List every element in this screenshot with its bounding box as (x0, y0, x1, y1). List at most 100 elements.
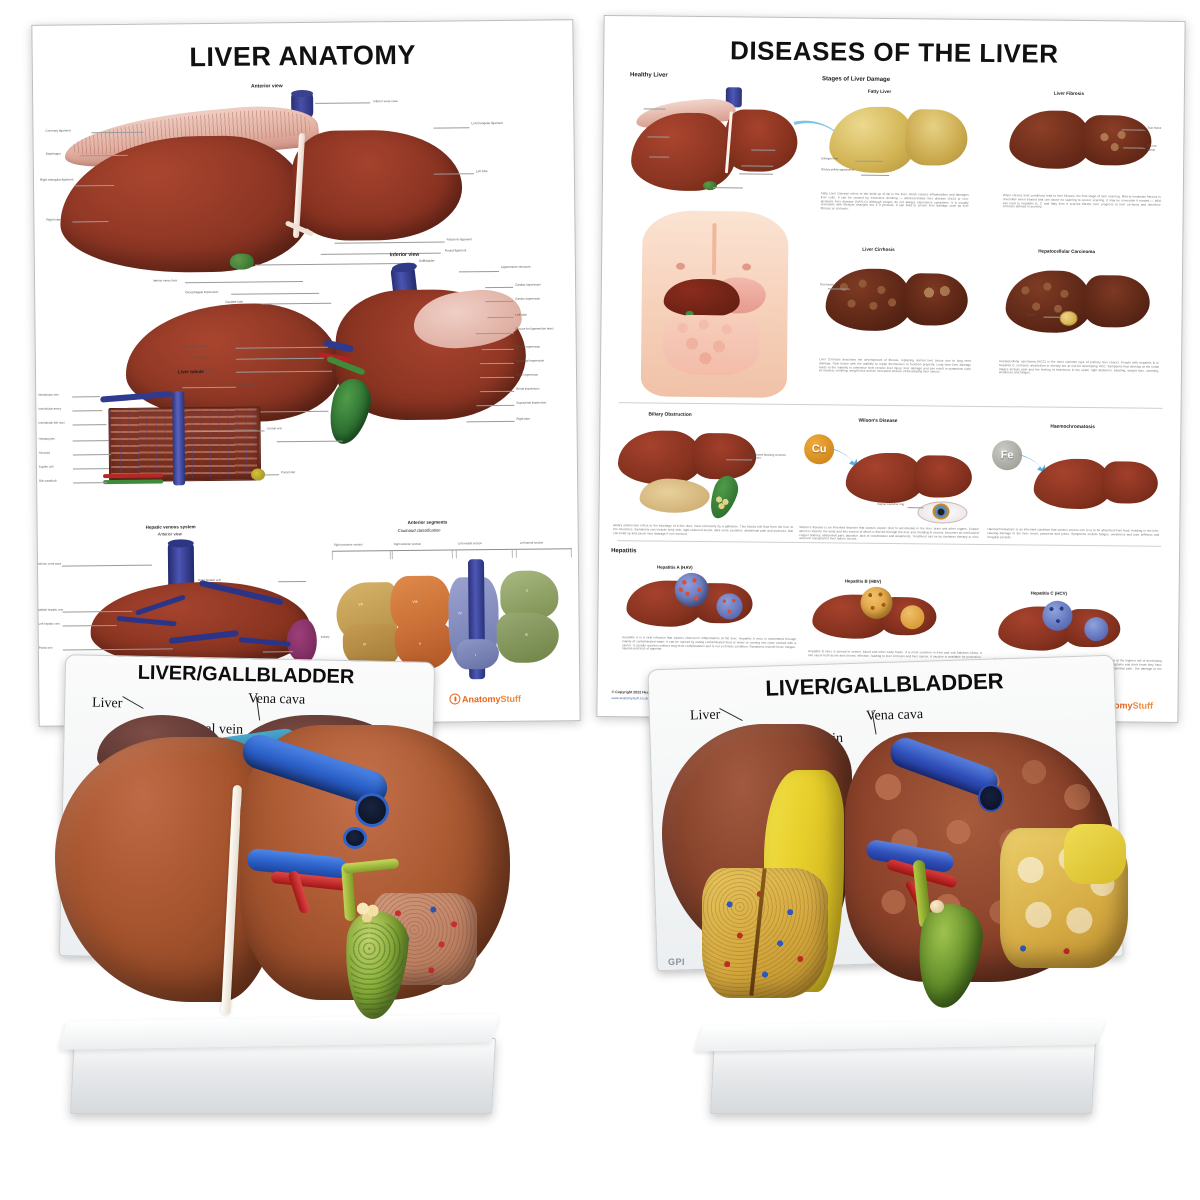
hcc-label-tumour: Tumour (1025, 312, 1036, 317)
biliary-left-lobe (691, 432, 757, 480)
pathology-fatty-cut-surface (702, 868, 828, 998)
brand-name-stuff: Stuff (500, 693, 521, 704)
anterior-segments-label: Anterior segments (407, 519, 448, 525)
segment-number-V: V (418, 641, 422, 646)
section-anterior-view: Anterior view Coronary ligament Diaphrag… (33, 80, 575, 276)
brand-name-stuff-2: Stuff (1132, 700, 1154, 711)
inferior-view-label: Inferior view (389, 251, 420, 259)
fatty-liver-left-lobe (905, 109, 968, 166)
hav-virion-large-spikes (674, 572, 709, 608)
lobule-label-hepatocytes: Hepatocytes (38, 436, 55, 441)
anterior-label-falciform-ligament: Falciform ligament (446, 237, 472, 242)
torso-liver (663, 278, 740, 318)
fatty-liver-label-enlarged-liver: Enlarged liver (821, 156, 839, 161)
hcv-virion-small (1084, 617, 1109, 642)
hepatic-venous-system-sublabel: Anterior view (157, 531, 182, 537)
lobule-label-portal-triad: Portal triad (281, 470, 296, 475)
model-front-label-liver: Liver (91, 695, 123, 712)
panel-liver-fibrosis: Liver Fibrosis Scar tissue Fibrous bands… (1003, 90, 1164, 222)
heading-stages-of-liver-damage: Stages of Liver Damage (821, 76, 891, 83)
central-vein (172, 391, 186, 486)
anterior-label-right-triangular-ligament: Right triangular ligament (39, 177, 74, 182)
hav-virion-small-spikes (716, 593, 743, 620)
segment-number-VII: VII (358, 602, 363, 607)
panel-fatty-liver: Fatty Liver Enlarged liver Greasy yellow… (821, 88, 972, 220)
hepatic-venous-system-label: Hepatic venous system (145, 524, 196, 530)
iron-badge-label: Fe (1000, 449, 1014, 462)
inferior-label-cardiac-impression: Cardiac impression (515, 282, 541, 287)
anterior-view-label: Anterior view (250, 83, 283, 90)
anatomystuff-mark-icon (449, 693, 461, 705)
segment-number-VI: VI (362, 642, 367, 647)
segment-number-IV: IV (458, 611, 462, 616)
panel-title-hepatitis-a: Hepatitis A (HAV) (656, 564, 693, 570)
inferior-label-left-lobe: Left lobe (515, 312, 527, 317)
haemochromatosis-left-lobe (1101, 461, 1159, 504)
torso-nipple-right (742, 263, 752, 271)
panel-hepatocellular-carcinoma: Hepatocellular Carcinoma Tumour Hepatoce… (999, 248, 1162, 390)
segment-brackets (331, 548, 572, 560)
inferior-label-renal-impression: Renal impression (516, 386, 540, 391)
lobule-label-interlobular-bile-duct: Interlobular bile duct (38, 420, 65, 425)
segment-group-right-posterior: Right posterior section (333, 542, 363, 547)
panel-title-haemochromatosis: Haemochromatosis (1050, 424, 1095, 431)
front-vena-cava-lumen (355, 793, 389, 827)
front-portal-vein-stub (343, 827, 367, 849)
segment-group-left-medial: Left medial section (457, 541, 482, 546)
healthy-liver-left-lobe (725, 109, 798, 173)
panel-title-biliary-obstruction: Biliary Obstruction (648, 412, 692, 418)
poster-liver-anatomy: LIVER ANATOMY Anterior view Coronary lig… (31, 19, 581, 727)
cirrhosis-scar-patch (915, 281, 960, 310)
wilsons-left-lobe (913, 455, 973, 498)
segment-group-left-lateral: Left lateral section (519, 540, 544, 545)
cirrhosis-label-scar-tissue: Scar tissue (819, 282, 834, 287)
pathology-vena-cava-lumen (978, 784, 1004, 812)
anterior-label-diaphragm: Diaphragm (45, 151, 61, 156)
panel-liver-cirrhosis: Liver Cirrhosis Scar tissue Liver Cirrho… (819, 246, 975, 388)
biliary-body: Biliary obstruction refers to the blocka… (613, 523, 794, 536)
segment-I (456, 638, 500, 670)
lobule-label-bile-canaliculi: Bile canaliculi (39, 478, 57, 483)
anterior-label-left-lobe: Left lobe (475, 169, 488, 174)
lobule-label-interlobular-artery: Interlobular artery (38, 406, 62, 411)
inferior-label-duodenal-impression: Duodenal impression (515, 358, 545, 363)
hcc-body: Hepatocellular carcinoma (HCC) is the mo… (998, 359, 1160, 375)
biliary-right-lobe (617, 430, 703, 486)
liver-left-lobe-anterior (291, 129, 463, 242)
anterior-label-inferior-vena-cava: Inferior vena cava (373, 99, 398, 104)
poster-anatomy-title: LIVER ANATOMY (189, 39, 417, 73)
divider-row-1 (618, 402, 1163, 409)
hbv-virion-small (900, 605, 925, 630)
inferior-label-fissure-ligamentum-teres: Fissure for ligamentum teres (515, 326, 554, 331)
segment-III (496, 612, 560, 664)
lobule-label-kupffer-cell: Kupffer cell (38, 464, 54, 469)
inferior-label-right-lobe: Right lobe (516, 416, 531, 421)
liver-lobule-label: Liver lobule (177, 369, 204, 375)
wilsons-label-kayser-fleischer: Kayser-Fleischer ring (877, 501, 905, 507)
panel-title-liver-cirrhosis: Liver Cirrhosis (862, 246, 895, 253)
inferior-label-caudate-lobe: Caudate lobe (225, 299, 244, 304)
pathology-gallstone (930, 900, 944, 913)
fibrosis-label-fibrous-bands: Fibrous bands (1147, 143, 1157, 152)
fibrosis-label-scar-tissue: Scar tissue (1147, 125, 1162, 130)
pathology-right-fatty-capsule (1064, 824, 1126, 884)
cirrhosis-body: Liver Cirrhosis describes the developmen… (818, 357, 972, 374)
wilsons-arrow-icon (830, 446, 860, 467)
eye-pupil (937, 508, 945, 516)
venous-label-middle-hepatic-vein: Middle hepatic vein (38, 607, 64, 612)
inferior-label-ligamentum-venosum: Ligamentum venosum (500, 264, 531, 269)
venous-label-left-hepatic-vein: Left hepatic vein (38, 621, 60, 626)
interlobular-artery (103, 473, 164, 479)
biliary-label-gallstones: Gallstones blocking common bile duct (750, 452, 786, 460)
lobule-label-sinusoid: Sinusoid (38, 450, 50, 455)
brand-name-anatomy: Anatomy (461, 693, 501, 704)
hepatitis-a-body: Hepatitis A is a viral infection that ca… (622, 635, 797, 651)
hcv-virion-large-spikes (1042, 600, 1073, 631)
model-pathology-base (710, 1040, 1096, 1114)
torso-intestines (662, 314, 760, 376)
interlobular-bile-duct (103, 479, 164, 485)
interlobular-vein (100, 390, 173, 403)
panel-title-hepatitis-b: Hepatitis B (HBV) (844, 578, 882, 584)
segment-number-I: I (474, 653, 476, 658)
